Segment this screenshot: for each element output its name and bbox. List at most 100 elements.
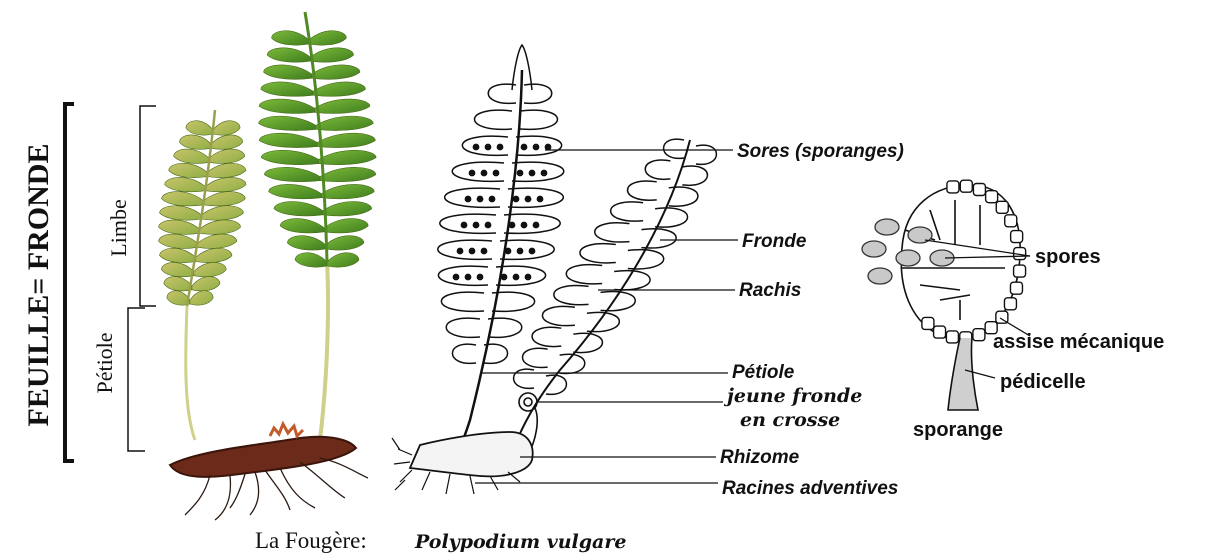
sorus <box>529 248 534 253</box>
mature-pinna <box>267 48 310 62</box>
sorus <box>493 170 498 175</box>
petiole-bracket <box>128 308 145 451</box>
annulus-cell <box>947 181 959 193</box>
mature-pinna <box>261 82 313 96</box>
petiole-label: Pétiole <box>92 332 117 393</box>
annulus-cell <box>996 201 1008 213</box>
label-jeune-fronde: jeune fronde <box>723 385 862 407</box>
main-frond-drawing <box>438 45 564 363</box>
side-lobe <box>655 208 687 227</box>
vertical-title: FEUILLE= FRONDE <box>22 144 55 427</box>
label-sporange: sporange <box>913 419 1003 441</box>
label-spores: spores <box>1035 246 1101 268</box>
main-bracket <box>65 104 74 461</box>
mature-pinna <box>269 184 322 198</box>
mature-pinna <box>319 150 376 164</box>
label-sores: Sores (sporanges) <box>737 141 904 162</box>
young-pinna <box>207 163 246 177</box>
mature-pinna <box>274 202 323 216</box>
mature-pinna <box>272 31 309 45</box>
young-pinna <box>161 262 193 276</box>
young-pinna <box>203 192 245 206</box>
spore <box>862 241 886 257</box>
annulus-cell <box>1014 265 1026 277</box>
main-lobe <box>446 318 480 337</box>
side-lobe <box>566 265 602 284</box>
sorus <box>477 274 482 279</box>
side-lobe <box>682 166 707 185</box>
label-pedicelle: pédicelle <box>1000 371 1086 393</box>
side-lobe <box>580 244 616 263</box>
mature-pinna <box>324 219 368 233</box>
young-pinna <box>192 277 220 291</box>
side-lobe <box>514 369 534 388</box>
sorus <box>537 196 542 201</box>
sorus <box>517 170 522 175</box>
mature-pinna <box>264 65 312 79</box>
mature-pinna <box>295 253 327 267</box>
main-lobe <box>452 344 476 363</box>
sorus <box>545 144 550 149</box>
sorus <box>473 222 478 227</box>
annulus-cell <box>934 326 946 338</box>
young-pinna <box>159 220 200 234</box>
annulus-cell <box>1010 282 1022 294</box>
label-fronde: Fronde <box>742 231 807 252</box>
label-rachis: Rachis <box>739 280 801 301</box>
annulus-cell <box>1005 215 1017 227</box>
rhizome-drawing <box>410 432 533 476</box>
side-lobe <box>696 145 716 164</box>
young-pinna <box>200 220 241 234</box>
sorus <box>457 248 462 253</box>
annulus-cell <box>973 184 985 196</box>
mature-frond-photo <box>259 12 377 440</box>
rhizome-photo <box>170 424 368 520</box>
sorus <box>481 248 486 253</box>
young-pinna <box>164 277 192 291</box>
mature-pinna <box>315 99 370 113</box>
sorus <box>529 170 534 175</box>
annulus-cell <box>1004 298 1016 310</box>
mature-pinna <box>259 99 314 113</box>
annulus-cell <box>1011 231 1023 243</box>
side-lobe <box>532 327 561 346</box>
sorus <box>533 222 538 227</box>
annulus-cell <box>922 317 934 329</box>
side-lobe <box>595 223 630 242</box>
side-lobe <box>523 348 548 367</box>
sorus <box>497 144 502 149</box>
mature-pinna <box>326 236 364 250</box>
sorus <box>489 196 494 201</box>
sorus <box>521 222 526 227</box>
sorus <box>517 248 522 253</box>
sorus <box>525 196 530 201</box>
label-racines: Racines adventives <box>722 478 898 499</box>
sorus <box>521 144 526 149</box>
young-frond-photo <box>159 110 246 440</box>
sorus <box>513 274 518 279</box>
mature-pinna <box>321 184 374 198</box>
mature-pinna <box>259 116 316 130</box>
mature-pinna <box>312 65 360 79</box>
label-assise-mecanique: assise mécanique <box>993 331 1164 353</box>
annulus-cell <box>986 191 998 203</box>
sorus <box>473 144 478 149</box>
annulus-cell <box>946 331 958 343</box>
mature-pinna <box>323 202 372 216</box>
young-pinna <box>162 192 204 206</box>
young-pinna <box>202 206 244 220</box>
label-petiole: Pétiole <box>732 362 795 383</box>
mature-pinna <box>261 150 318 164</box>
spore <box>868 268 892 284</box>
side-lobe <box>664 139 684 158</box>
young-pinna <box>169 163 208 177</box>
mature-pinna <box>309 31 346 45</box>
annulus-cell <box>973 329 985 341</box>
sorus <box>481 170 486 175</box>
sorus <box>533 144 538 149</box>
young-pinna <box>198 234 237 248</box>
sorus <box>469 248 474 253</box>
young-pinna <box>159 234 198 248</box>
annulus-cell <box>960 180 972 192</box>
